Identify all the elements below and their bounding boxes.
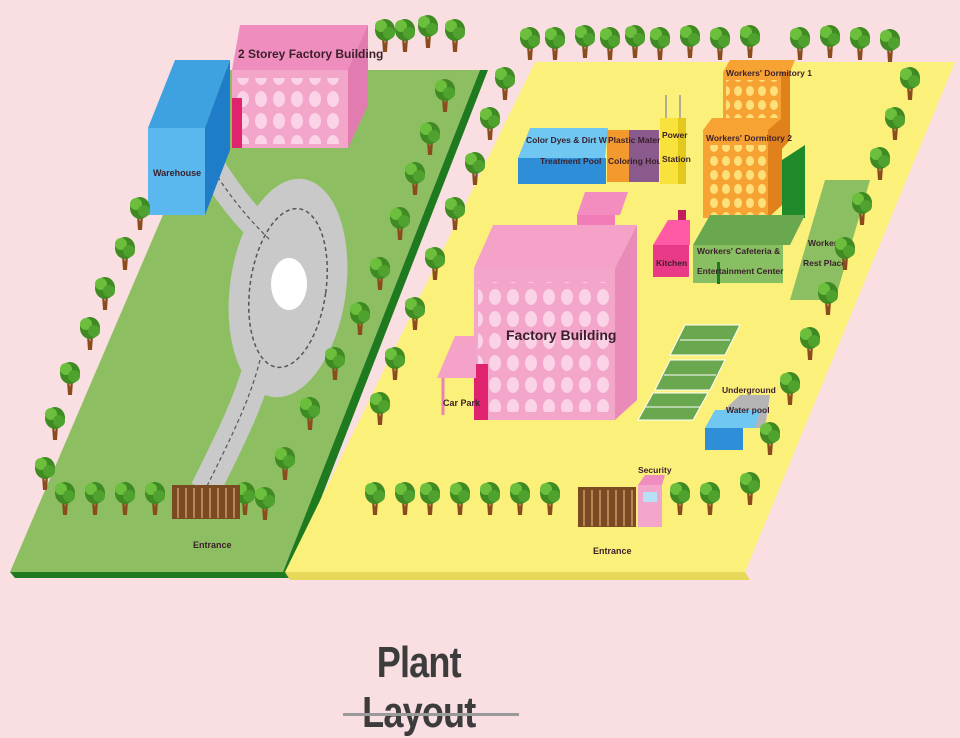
tree-icon bbox=[418, 15, 438, 48]
right-fence-icon bbox=[578, 487, 636, 527]
color-dyes-label-2: Treatment Pool bbox=[540, 156, 601, 166]
kitchen-building: Kitchen bbox=[653, 210, 690, 277]
right-entrance-label: Entrance bbox=[593, 546, 632, 556]
left-factory-label: 2 Storey Factory Building bbox=[238, 47, 383, 61]
tree-icon bbox=[650, 27, 670, 60]
plastic-coloring-house: Plastic Material Coloring House bbox=[607, 130, 672, 182]
dormitory-2: Workers' Dormitory 2 bbox=[703, 118, 805, 218]
title-underline bbox=[343, 713, 519, 716]
page-title: Plant Layout bbox=[362, 638, 476, 737]
plastic-label-2: Coloring House bbox=[608, 156, 672, 166]
color-dyes-label-1: Color Dyes & Dirt Water bbox=[526, 135, 623, 145]
left-fence-icon bbox=[172, 485, 240, 519]
rest-label-2: Rest Place bbox=[803, 258, 846, 268]
tree-icon bbox=[395, 19, 415, 52]
tree-icon bbox=[115, 237, 135, 270]
car-park-label: Car Park bbox=[443, 398, 481, 408]
tree-icon bbox=[45, 407, 65, 440]
tree-icon bbox=[600, 27, 620, 60]
security-label: Security bbox=[638, 465, 672, 475]
access-road bbox=[191, 157, 348, 497]
tree-icon bbox=[625, 25, 645, 58]
cafeteria-label-1: Workers' Cafeteria & bbox=[697, 246, 780, 256]
tree-icon bbox=[740, 25, 760, 58]
tree-icon bbox=[820, 25, 840, 58]
two-storey-factory: 2 Storey Factory Building bbox=[232, 25, 383, 148]
main-factory-building: Factory Building Car Park bbox=[437, 192, 637, 420]
tree-icon bbox=[480, 107, 500, 140]
security-booth: Security bbox=[638, 465, 672, 527]
tree-icon bbox=[545, 27, 565, 60]
tree-icon bbox=[710, 27, 730, 60]
plastic-label-1: Plastic Material bbox=[608, 135, 670, 145]
kitchen-label: Kitchen bbox=[656, 258, 687, 268]
tree-icon bbox=[880, 29, 900, 62]
plant-layout-diagram: Warehouse 2 Storey Factory Building bbox=[10, 15, 955, 580]
tree-icon bbox=[60, 362, 80, 395]
factory-label: Factory Building bbox=[506, 327, 616, 343]
tree-icon bbox=[520, 27, 540, 60]
power-label-1: Power bbox=[662, 130, 688, 140]
tree-icon bbox=[575, 25, 595, 58]
tree-icon bbox=[80, 317, 100, 350]
tree-icon bbox=[95, 277, 115, 310]
water-label-2: Water pool bbox=[726, 405, 770, 415]
tree-icon bbox=[445, 19, 465, 52]
rest-label-1: Workers' bbox=[808, 238, 844, 248]
power-label-2: Station bbox=[662, 154, 691, 164]
sports-courts bbox=[637, 324, 741, 421]
dorm1-label: Workers' Dormitory 1 bbox=[726, 68, 812, 78]
cafeteria: Workers' Cafeteria & Entertainment Cente… bbox=[693, 215, 805, 284]
cafeteria-label-2: Entertainment Center bbox=[697, 266, 784, 276]
color-dyes-pool: Color Dyes & Dirt Water Treatment Pool bbox=[518, 128, 623, 184]
tree-icon bbox=[790, 27, 810, 60]
rest-place: Workers' Rest Place bbox=[790, 180, 870, 300]
water-label-1: Underground bbox=[722, 385, 776, 395]
underground-water-pool: Underground Water pool bbox=[705, 385, 776, 450]
warehouse-building: Warehouse bbox=[148, 60, 230, 215]
warehouse-label: Warehouse bbox=[153, 168, 201, 178]
left-entrance-label: Entrance bbox=[193, 540, 232, 550]
tree-icon bbox=[850, 27, 870, 60]
dorm2-label: Workers' Dormitory 2 bbox=[706, 133, 792, 143]
tree-icon bbox=[495, 67, 515, 100]
tree-icon bbox=[130, 197, 150, 230]
tree-icon bbox=[680, 25, 700, 58]
power-station: Power Station bbox=[660, 95, 691, 184]
